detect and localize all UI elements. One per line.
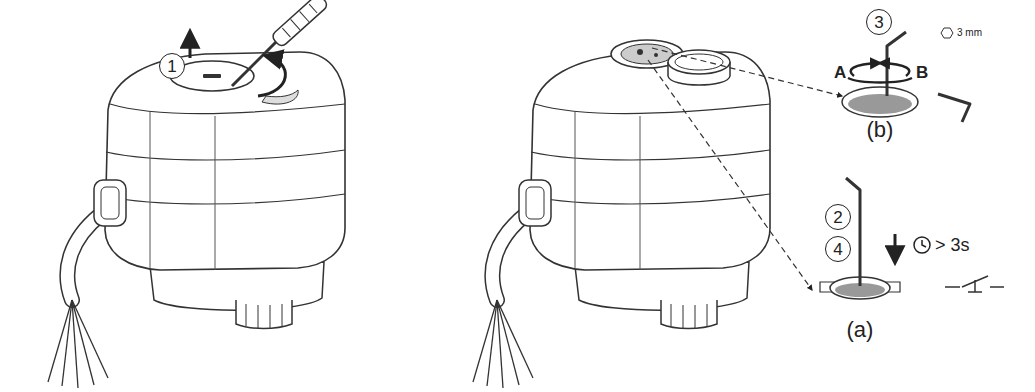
- callout-circle: 3: [866, 9, 892, 35]
- detail-label: (a): [847, 319, 874, 341]
- direction-label: B: [916, 64, 928, 81]
- direction-label: A: [834, 64, 846, 81]
- callout-circle: 2: [825, 204, 851, 230]
- tool-size: 3 mm: [957, 28, 982, 38]
- callout-number: 2: [833, 209, 842, 226]
- removed-lid: [668, 50, 730, 85]
- detail-b: [842, 28, 970, 122]
- detail-label: (b): [867, 119, 894, 141]
- detail-a: [820, 178, 1004, 299]
- callout-number: 3: [874, 14, 883, 31]
- actuator-closed: [48, 52, 345, 388]
- lift-arrow: [189, 32, 192, 58]
- peel-arrow: [258, 56, 285, 96]
- screwdriver: [232, 0, 329, 86]
- callout-number: 4: [833, 241, 842, 258]
- callout-number: 1: [167, 58, 176, 75]
- callout-circle: 1: [159, 53, 185, 79]
- callout-circle: 4: [825, 236, 851, 262]
- seal-label: [262, 90, 298, 104]
- leader-line: [652, 48, 842, 96]
- time-label: > 3s: [935, 236, 970, 254]
- actuator-open: [473, 52, 770, 388]
- leader-line: [648, 60, 812, 290]
